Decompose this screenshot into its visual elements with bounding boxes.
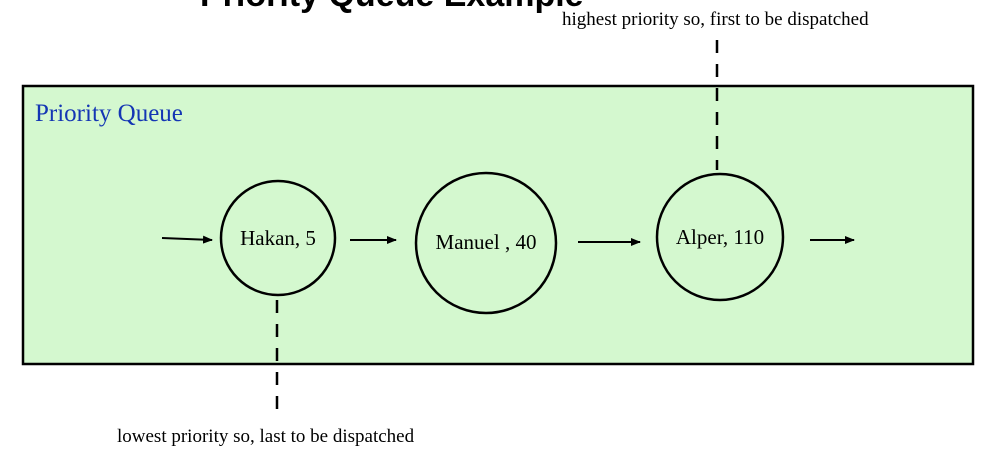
node-circle [414, 171, 558, 315]
node-label: Alper, 110 [676, 225, 764, 249]
queue-node-alper: Alper, 110 [655, 172, 785, 302]
entry-arrow [161, 235, 213, 244]
node-label: Hakan, 5 [240, 226, 316, 250]
lowest-priority-annotation: lowest priority so, last to be dispatche… [117, 426, 415, 447]
node-circle [655, 172, 785, 302]
node-circle [219, 179, 337, 297]
queue-node-manuel: Manuel , 40 [414, 171, 558, 315]
queue-label: Priority Queue [35, 100, 183, 127]
node-label: Manuel , 40 [436, 230, 537, 254]
header-fragment: Priority Queue Example [200, 0, 584, 14]
priority-queue-container [21, 84, 975, 366]
queue-node-hakan: Hakan, 5 [219, 179, 337, 297]
highest-priority-annotation: highest priority so, first to be dispatc… [562, 9, 869, 30]
